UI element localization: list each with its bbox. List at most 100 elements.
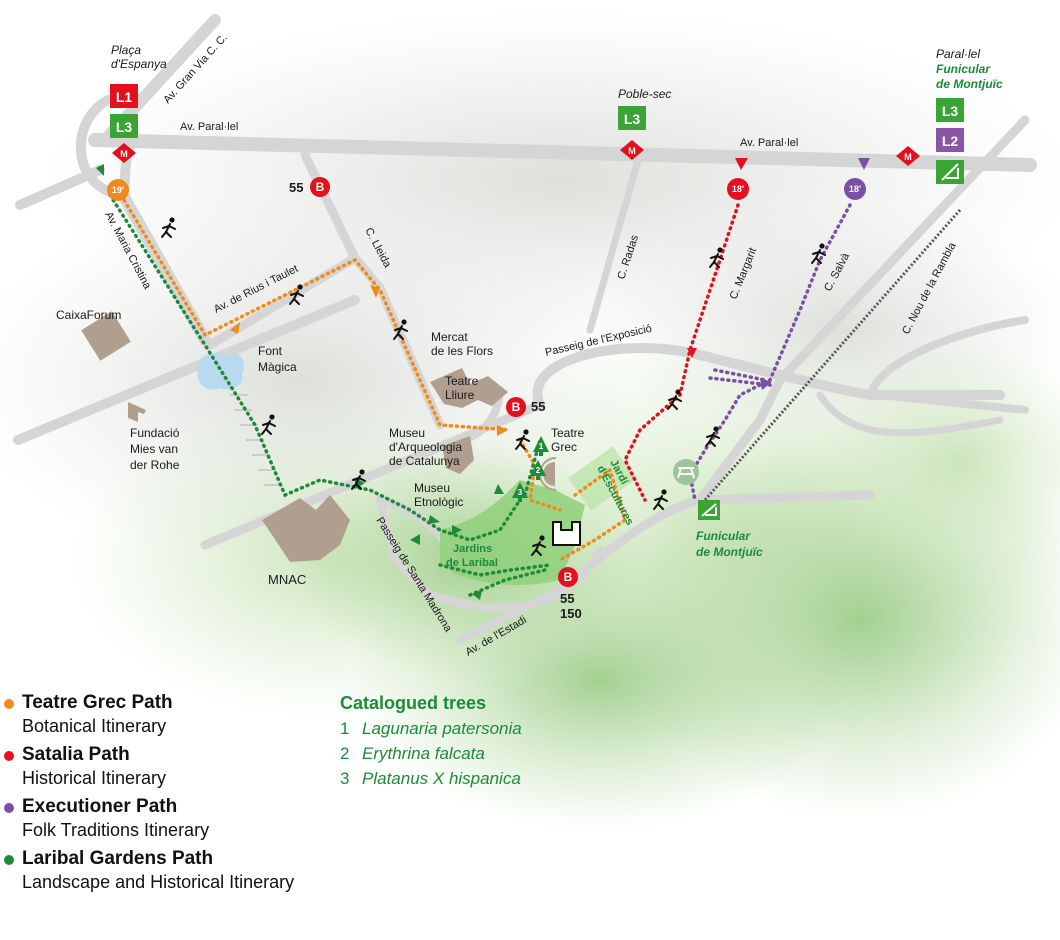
svg-text:L3: L3	[942, 103, 959, 119]
label-poble-sec: Poble-sec	[618, 87, 671, 101]
svg-text:B: B	[316, 180, 325, 194]
route-satalia	[623, 203, 740, 502]
bus-stop-estadi[interactable]: B 55 150	[558, 567, 582, 621]
label-placa-espanya-2: d'Espanya	[111, 57, 167, 71]
label-mnac: MNAC	[268, 572, 306, 587]
walker-icon	[667, 389, 682, 410]
tree-marker-1[interactable]: 1	[533, 436, 549, 456]
walk-time-grec: 19'	[107, 179, 129, 201]
bus-stop-lleida[interactable]: 55 B	[289, 177, 330, 197]
label-funicular-top-2: de Montjuïc	[936, 77, 1003, 91]
teatre-lliure-building	[430, 368, 508, 408]
walker-icons	[161, 217, 826, 556]
walk-time-executioner: 18'	[844, 178, 866, 200]
svg-text:18': 18'	[732, 184, 744, 194]
walker-icon	[515, 429, 530, 450]
svg-text:1: 1	[539, 442, 544, 451]
label-caixaforum: CaixaForum	[56, 308, 121, 322]
funicular-station-icon[interactable]	[698, 500, 720, 520]
walk-time-satalia: 18'	[727, 178, 749, 200]
walker-icon	[705, 426, 720, 447]
label-fundacio-2: Mies van	[130, 442, 178, 456]
svg-text:M: M	[904, 152, 912, 162]
legend-subtitle: Historical Itinerary	[22, 768, 167, 788]
label-museu-arqueologia-2: d'Arqueologia	[389, 440, 462, 454]
teatre-grec-building	[543, 462, 555, 486]
metro-badge-l3-espanya[interactable]: L3	[110, 114, 138, 138]
legend-subtitle: Landscape and Historical Itinerary	[22, 872, 295, 892]
label-font-magica-2: Màgica	[258, 360, 297, 374]
label-funicular-bottom-1: Funicular	[696, 529, 751, 543]
metro-badge-l3-poble-sec[interactable]: L3	[618, 106, 646, 130]
funicular-rail	[703, 209, 962, 501]
label-fundacio-1: Fundació	[130, 426, 180, 440]
walker-icon	[261, 414, 276, 435]
walker-icon	[161, 217, 176, 238]
svg-text:M: M	[120, 149, 128, 159]
legend-item-satalia: Satalia Path Historical Itinerary	[0, 744, 340, 790]
label-museu-etnologic-1: Museu	[414, 481, 450, 495]
caixaforum-building	[81, 311, 131, 361]
metro-icon[interactable]: M	[112, 143, 136, 163]
label-teatre-lliure-1: Teatre	[445, 374, 479, 388]
svg-text:55: 55	[560, 591, 574, 606]
legend-item-teatre-grec: Teatre Grec Path Botanical Itinerary	[0, 692, 340, 738]
tree-marker-3[interactable]: 3	[512, 482, 528, 502]
label-teatre-grec-2: Grec	[551, 440, 577, 454]
metro-badge-l1[interactable]: L1	[110, 84, 138, 108]
picnic-area-icon[interactable]	[673, 459, 699, 485]
tree-marker-2[interactable]: 2	[530, 460, 546, 480]
legend-title: Executioner Path	[22, 796, 178, 817]
walker-icon	[393, 319, 408, 340]
walker-icon	[811, 243, 826, 264]
walker-icon	[709, 247, 724, 268]
trees-title: Catalogued trees	[340, 693, 487, 713]
fundacio-building	[128, 402, 146, 422]
label-mercat-2: de les Flors	[431, 344, 493, 358]
svg-text:L3: L3	[624, 111, 641, 127]
road-label-paralel-right: Av. Paral·lel	[740, 137, 798, 149]
walker-icon	[653, 489, 668, 510]
legend-title: Satalia Path	[22, 744, 130, 765]
label-jardins-laribal-2: de Laribal	[446, 557, 498, 569]
legend-subtitle: Folk Traditions Itinerary	[22, 820, 210, 840]
route-teatre-grec	[116, 188, 628, 562]
label-funicular-top-1: Funicular	[936, 62, 991, 76]
sculpture-garden-area	[568, 446, 637, 511]
svg-text:3: 3	[518, 488, 523, 497]
walker-icon	[351, 469, 366, 490]
svg-text:B: B	[564, 570, 573, 584]
walker-icon	[289, 284, 304, 305]
museu-arqueologia-building	[442, 436, 474, 474]
label-placa-espanya-1: Plaça	[111, 43, 141, 57]
svg-text:L2: L2	[942, 133, 959, 149]
label-mercat-1: Mercat	[431, 330, 468, 344]
svg-text:55: 55	[531, 399, 545, 414]
legend-dot	[4, 699, 14, 709]
label-museu-arqueologia-3: de Catalunya	[389, 454, 460, 468]
svg-text:150: 150	[560, 606, 582, 621]
metro-icon[interactable]: M	[896, 146, 920, 166]
metro-icon[interactable]: M	[620, 140, 644, 160]
svg-text:M: M	[628, 146, 636, 156]
label-museu-arqueologia-1: Museu	[389, 426, 425, 440]
funicular-icon[interactable]	[936, 160, 964, 184]
metro-badge-l2-paralel[interactable]: L2	[936, 128, 964, 152]
legend-item-laribal: Laribal Gardens Path Landscape and Histo…	[0, 848, 340, 894]
svg-text:B: B	[512, 400, 521, 414]
font-magica-fountain	[197, 352, 245, 390]
bus-stop-lliure[interactable]: B 55	[506, 397, 545, 417]
metro-badge-l3-paralel[interactable]: L3	[936, 98, 964, 122]
route-legend: Teatre Grec Path Botanical Itinerary Sat…	[0, 692, 340, 900]
legend-title: Laribal Gardens Path	[22, 848, 214, 869]
svg-text:L1: L1	[116, 89, 133, 105]
route-laribal	[108, 193, 552, 597]
svg-text:18': 18'	[849, 184, 861, 194]
svg-text:19': 19'	[112, 185, 124, 195]
garden-pavilion	[552, 521, 581, 546]
mnac-building	[262, 495, 350, 562]
label-funicular-bottom-2: de Montjuïc	[696, 545, 763, 559]
